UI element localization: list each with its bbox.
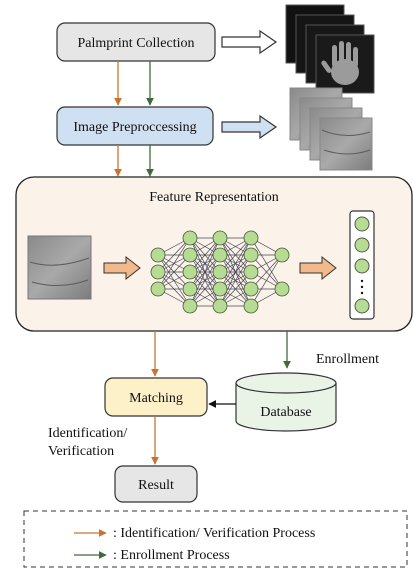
identification-label-line1: Identification/ [48, 426, 127, 441]
network-node [182, 298, 198, 314]
identification-label-line2: Verification [48, 444, 114, 459]
network-node [243, 264, 259, 280]
network-node [182, 264, 198, 280]
result-box [114, 465, 198, 503]
network-node [150, 281, 166, 297]
network-node [150, 247, 166, 263]
network-node [182, 230, 198, 246]
network-edge [219, 254, 252, 307]
image-preprocessing-label: Image Preproccessing [73, 120, 196, 135]
network-node [212, 281, 228, 297]
database-cylinder [235, 372, 337, 432]
network-edge [219, 237, 252, 307]
palmprint-collection-box [56, 22, 216, 62]
network-edge [157, 254, 191, 290]
network-node [212, 230, 228, 246]
network-node [274, 247, 290, 263]
feature-vector-cell [354, 216, 370, 232]
image-preprocessing-box [56, 106, 214, 146]
result-label: Result [138, 478, 174, 493]
feature-vector-cell [354, 298, 370, 314]
hollow-arrow-to-hands [221, 29, 278, 55]
network-edge [157, 237, 191, 290]
network-node [243, 281, 259, 297]
palm-patch-image [27, 235, 92, 300]
network-edge [219, 237, 252, 273]
network-edge [250, 254, 283, 307]
feature-representation-label: Feature Representation [149, 190, 278, 205]
legend-enrollment-label: : Enrollment Process [113, 548, 230, 563]
texture-images-stack [289, 87, 373, 171]
enrollment-label: Enrollment [316, 352, 379, 367]
network-node [212, 247, 228, 263]
network-node [212, 298, 228, 314]
network-node [243, 247, 259, 263]
feature-vector-ellipsis-dot [360, 285, 364, 289]
legend-identification-label: : Identification/ Verification Process [113, 526, 315, 541]
hand-images-stack [285, 4, 375, 94]
network-edge [157, 237, 191, 273]
matching-box [104, 377, 208, 417]
network-edge [250, 254, 283, 290]
network-node [243, 230, 259, 246]
network-node [182, 281, 198, 297]
database-label: Database [260, 405, 311, 420]
neural-network-nodes [150, 230, 290, 314]
hollow-arrow-to-textures [221, 114, 278, 140]
network-node [212, 264, 228, 280]
network-node [274, 281, 290, 297]
palmprint-collection-label: Palmprint Collection [77, 36, 194, 51]
network-edge [189, 271, 221, 307]
network-edge [219, 237, 252, 290]
feature-vector-ellipsis-dot [360, 291, 364, 295]
network-edge [219, 271, 252, 307]
network-edge [189, 237, 221, 307]
arrow-out-of-network [299, 255, 337, 281]
arrow-into-network [103, 255, 141, 281]
network-edge [189, 237, 221, 290]
network-node [243, 298, 259, 314]
network-node [150, 264, 166, 280]
matching-label: Matching [129, 391, 183, 406]
feature-vector-cell [354, 237, 370, 253]
legend-box [23, 510, 408, 568]
network-edge [189, 237, 221, 273]
feature-vector-ellipsis-dot [360, 279, 364, 283]
network-node [182, 247, 198, 263]
feature-vector-cell [354, 258, 370, 274]
network-edge [189, 254, 221, 307]
